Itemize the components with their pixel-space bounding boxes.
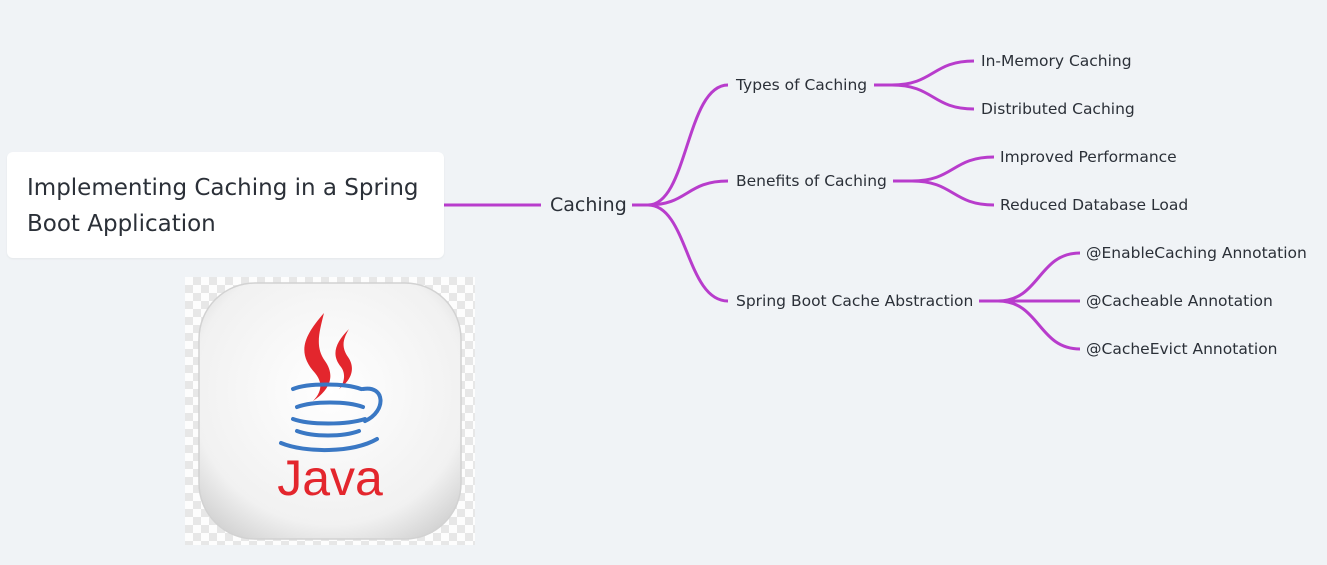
java-logo-icon: Java	[198, 282, 462, 540]
leaf-improved-performance[interactable]: Improved Performance	[1000, 148, 1177, 166]
connector-caching-to-benefits	[647, 179, 729, 207]
connector-abstraction-to-enablecaching	[979, 251, 1081, 303]
branch-types-of-caching[interactable]: Types of Caching	[736, 76, 868, 94]
java-logo-text: Java	[277, 450, 383, 506]
root-topic-card[interactable]: Implementing Caching in a Spring Boot Ap…	[7, 152, 444, 258]
leaf-enablecaching-annotation[interactable]: @EnableCaching Annotation	[1086, 244, 1307, 262]
leaf-cacheevict-annotation[interactable]: @CacheEvict Annotation	[1086, 340, 1278, 358]
leaf-in-memory-caching[interactable]: In-Memory Caching	[981, 52, 1132, 70]
root-topic-title: Implementing Caching in a Spring Boot Ap…	[27, 175, 419, 237]
connector-benefits-to-performance	[893, 155, 995, 183]
branch-benefits-of-caching[interactable]: Benefits of Caching	[736, 172, 887, 190]
leaf-cacheable-annotation[interactable]: @Cacheable Annotation	[1086, 292, 1273, 310]
connector-caching-to-abstraction	[647, 203, 729, 303]
main-topic-caching[interactable]: Caching	[550, 194, 627, 216]
connector-abstraction-to-cacheevict	[997, 299, 1081, 351]
connector-types-to-distributed	[891, 83, 975, 111]
connector-benefits-to-dbload	[911, 179, 995, 207]
connector-caching-to-types	[632, 83, 729, 207]
leaf-reduced-database-load[interactable]: Reduced Database Load	[1000, 196, 1189, 214]
branch-spring-boot-cache-abstraction[interactable]: Spring Boot Cache Abstraction	[736, 292, 974, 310]
java-logo-image: Java	[185, 277, 475, 545]
connector-types-to-inmemory	[874, 59, 975, 87]
leaf-distributed-caching[interactable]: Distributed Caching	[981, 100, 1135, 118]
